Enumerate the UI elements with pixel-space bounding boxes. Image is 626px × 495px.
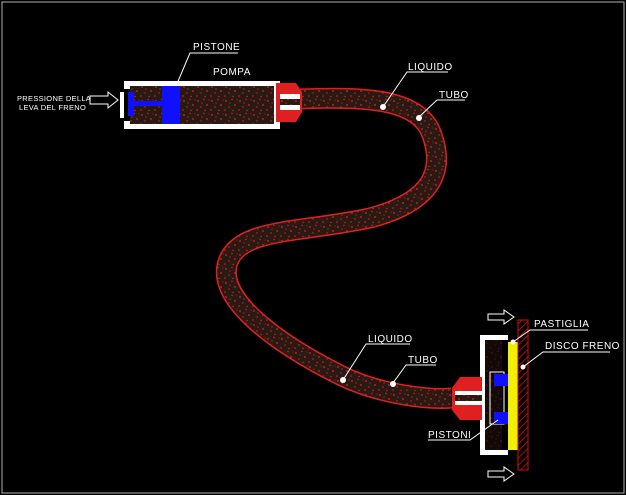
piston-pump xyxy=(128,86,180,124)
arrow-right-icon xyxy=(487,466,515,482)
label-liquido-top: LIQUIDO xyxy=(408,62,453,73)
brake-pad xyxy=(508,342,518,450)
label-pistoni: PISTONI xyxy=(428,430,471,441)
label-pressione-line2: LEVA DEL FRENO xyxy=(19,103,86,112)
label-tubo-bottom: TUBO xyxy=(408,355,438,366)
label-pompa: POMPA xyxy=(213,67,251,78)
label-pastiglia: PASTIGLIA xyxy=(534,319,589,330)
brake-disc xyxy=(517,319,529,471)
pump-fitting xyxy=(276,83,302,122)
arrow-right-icon xyxy=(487,309,515,325)
label-disco-freno: DISCO FRENO xyxy=(545,341,620,352)
label-tubo-top: TUBO xyxy=(439,90,469,101)
caliper-fitting xyxy=(452,377,482,420)
leader-dot-icon xyxy=(340,104,526,387)
label-pistone: PISTONE xyxy=(193,42,240,53)
arrow-right-icon xyxy=(89,90,119,110)
label-liquido-bottom: LIQUIDO xyxy=(368,334,413,345)
pistons-caliper xyxy=(494,374,508,424)
label-pressione-line1: PRESSIONE DELLA xyxy=(17,94,91,103)
caliper xyxy=(480,335,510,455)
brake-tube xyxy=(215,87,453,409)
leader-lines xyxy=(175,52,610,441)
